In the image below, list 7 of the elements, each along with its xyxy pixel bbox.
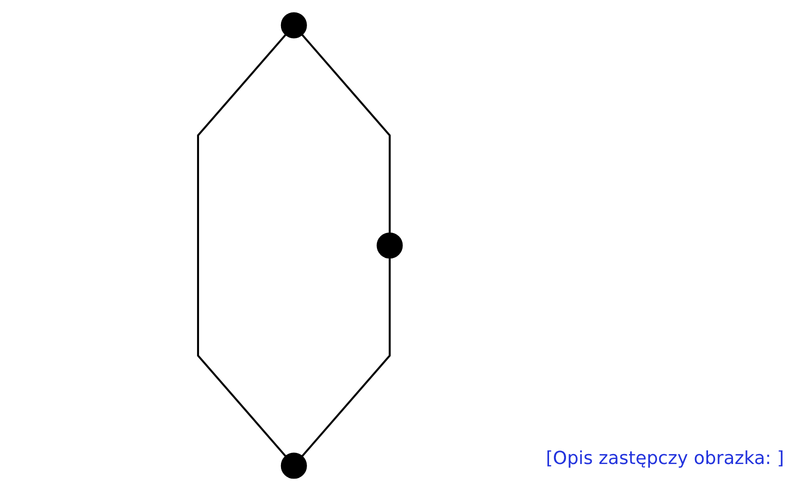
node-circle — [376, 232, 403, 259]
placeholder-text: [Opis zastępczy obrazka: ] — [546, 448, 784, 469]
connector — [197, 34, 287, 458]
connector — [301, 34, 391, 234]
node-circle — [280, 452, 307, 479]
node-circle — [280, 12, 307, 38]
connector — [301, 258, 391, 458]
